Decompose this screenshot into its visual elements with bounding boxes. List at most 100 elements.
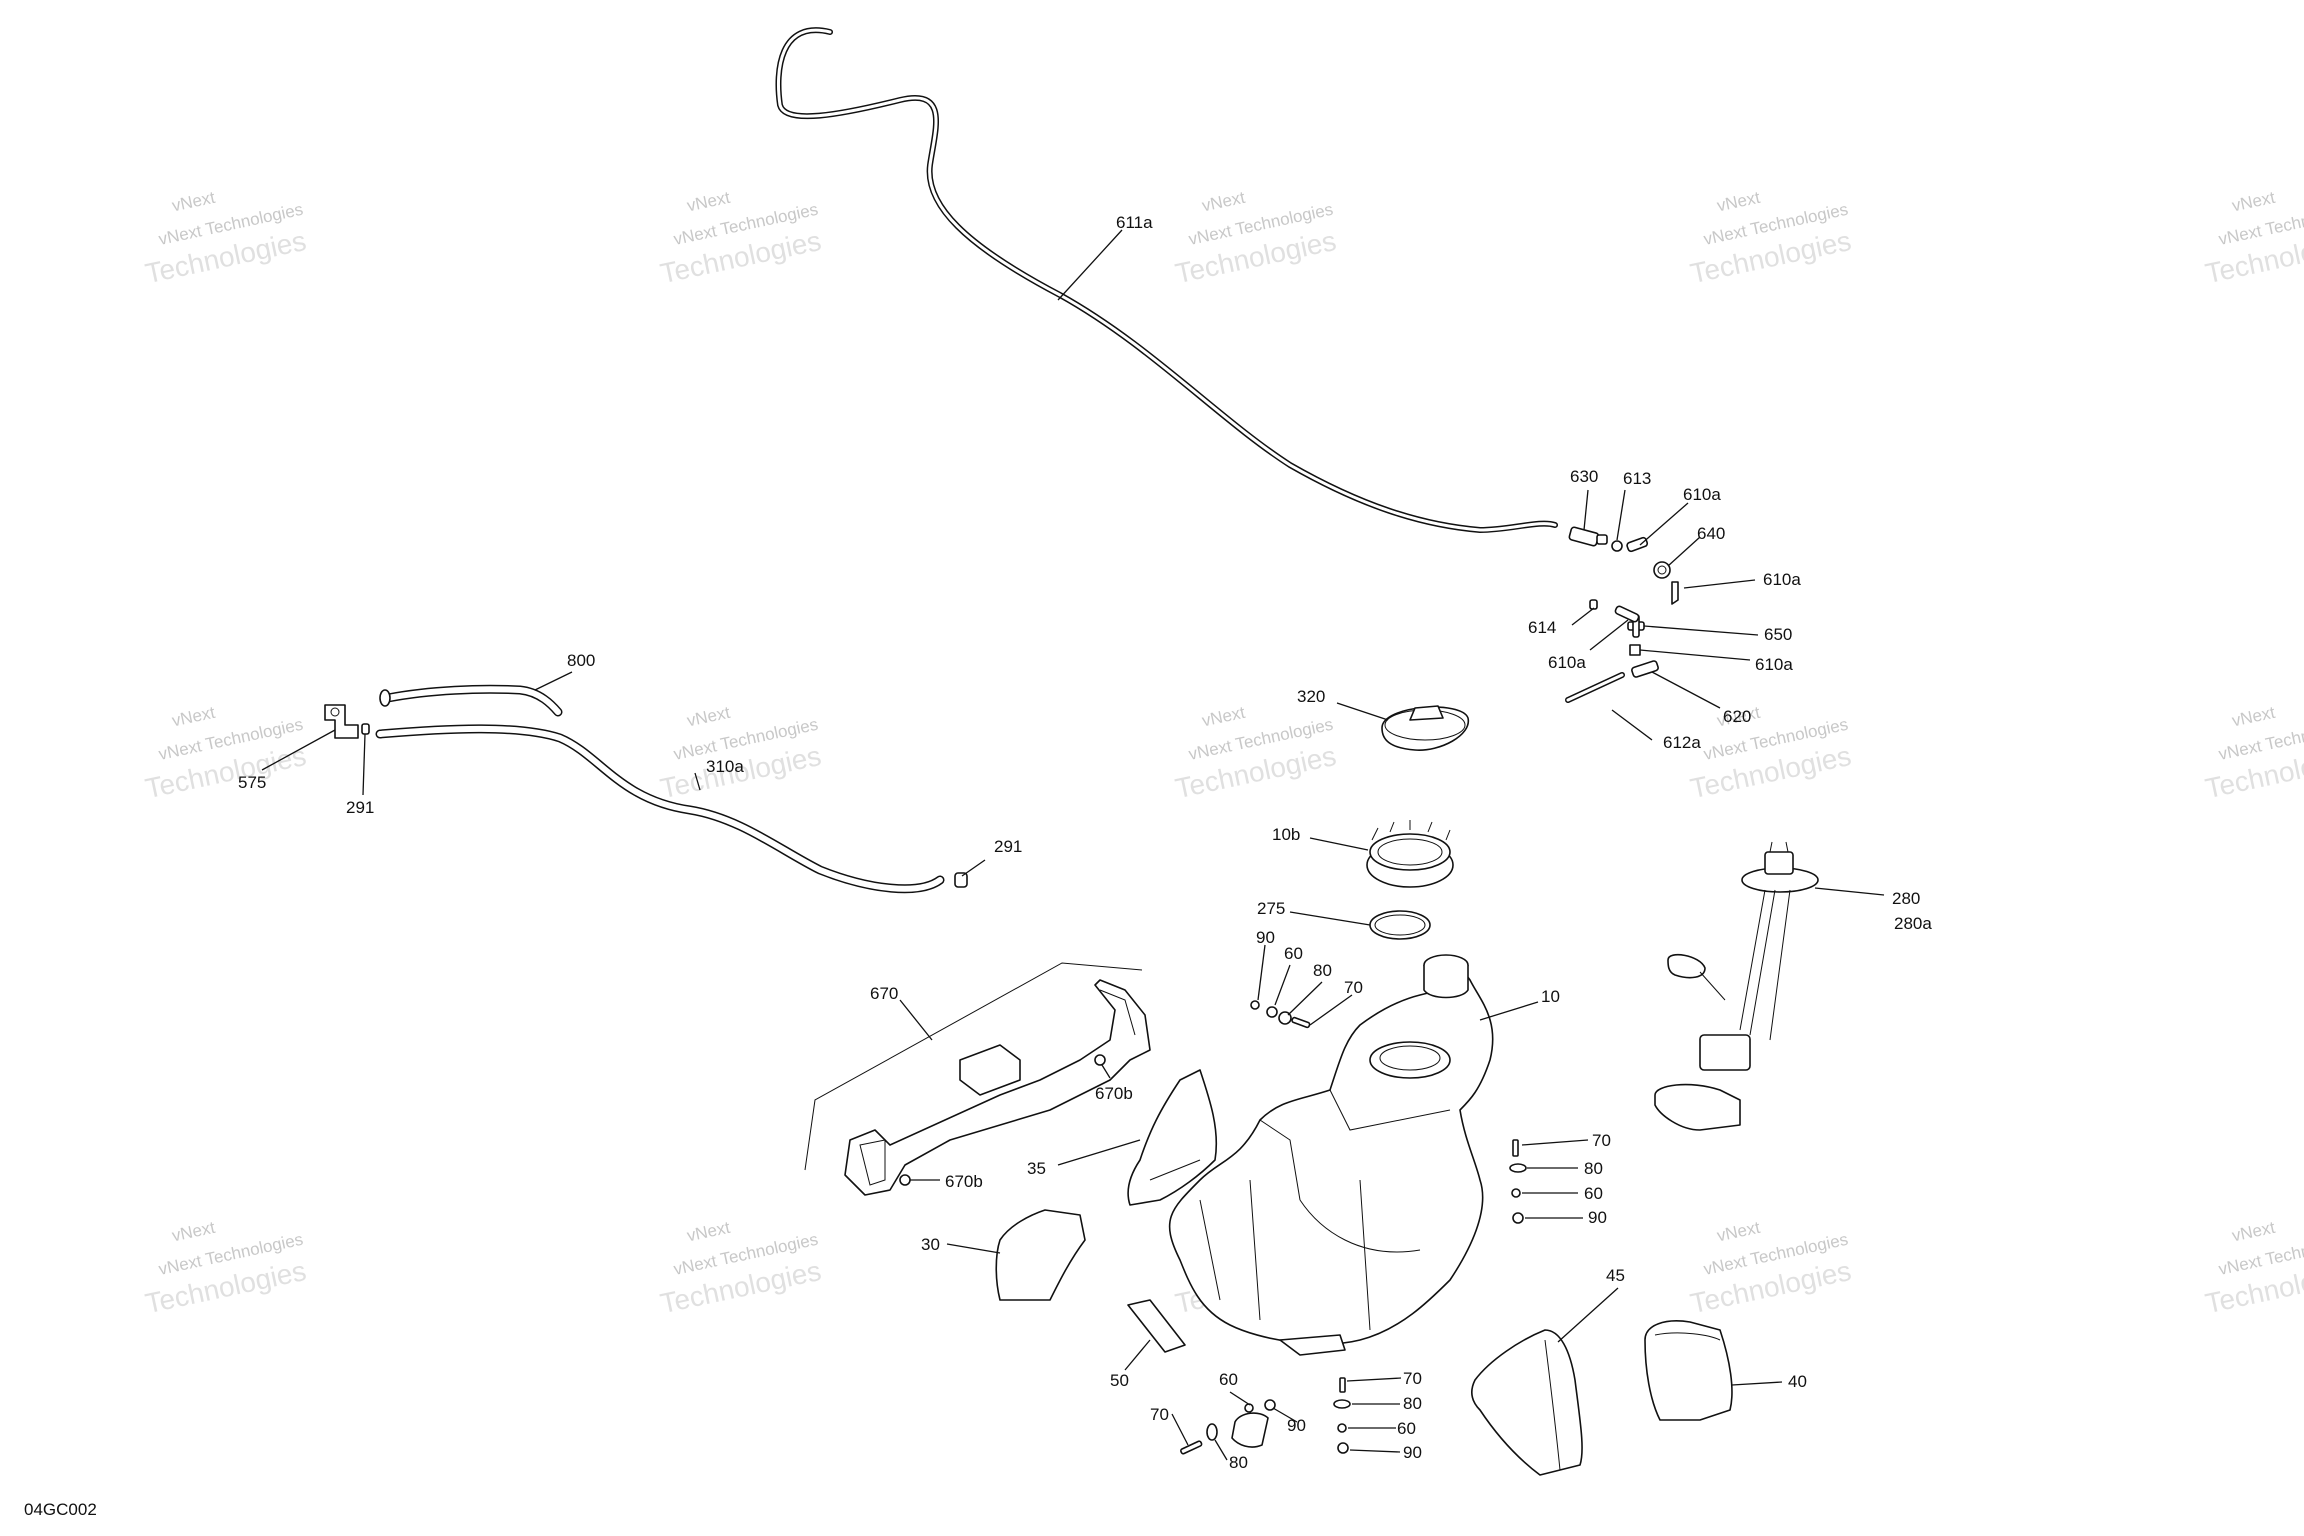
hardware-group-upper-left [1250, 1000, 1311, 1029]
part-labels: 611a 630 613 610a 640 610a 614 650 610a … [238, 213, 1932, 1472]
label-45: 45 [1606, 1266, 1625, 1285]
elbow-610a [1671, 581, 1679, 605]
label-30: 30 [921, 1235, 940, 1254]
heat-shield-35 [1127, 1069, 1218, 1206]
label-275: 275 [1257, 899, 1285, 918]
watermark-fragment: vNext [1200, 188, 1247, 216]
clamp-613 [1611, 540, 1623, 552]
label-610a-upper: 610a [1683, 485, 1721, 504]
watermark-fragment: vNext [170, 188, 217, 216]
label-70-right: 70 [1592, 1131, 1611, 1150]
label-10b: 10b [1272, 825, 1300, 844]
hardware-group-bottom-center [1333, 1377, 1351, 1454]
label-670b-lower: 670b [945, 1172, 983, 1191]
hose-610a-upper [1626, 536, 1649, 553]
label-90-bottom-left: 90 [1287, 1416, 1306, 1435]
label-614: 614 [1528, 618, 1556, 637]
fuel-pump-280 [1654, 841, 1819, 1131]
label-60-bottom-left: 60 [1219, 1370, 1238, 1389]
screw-670b-upper [1094, 1054, 1106, 1066]
watermark-fragment: vNext [685, 703, 732, 731]
seal-275 [1369, 910, 1431, 940]
watermark-fragment: vNext [685, 188, 732, 216]
label-610a-mid: 610a [1548, 653, 1586, 672]
tube-612a [1565, 672, 1625, 703]
label-670b-upper: 670b [1095, 1084, 1133, 1103]
label-80-bottom: 80 [1403, 1394, 1422, 1413]
label-50: 50 [1110, 1371, 1129, 1390]
label-80-upper: 80 [1313, 961, 1332, 980]
label-70-upper: 70 [1344, 978, 1363, 997]
pad-50 [1127, 1299, 1186, 1353]
label-40: 40 [1788, 1372, 1807, 1391]
hose-800 [379, 684, 563, 717]
lock-ring-10b [1366, 820, 1454, 888]
guard-40 [1644, 1320, 1733, 1421]
label-90-bottom: 90 [1403, 1443, 1422, 1462]
label-70-bottom-left: 70 [1150, 1405, 1169, 1424]
label-611a: 611a [1116, 213, 1153, 232]
label-310a: 310a [706, 757, 744, 776]
vent-line-611a [775, 27, 1558, 534]
clamp-291-left [361, 723, 370, 735]
fuel-tank-10 [1168, 954, 1494, 1356]
label-291-left: 291 [346, 798, 374, 817]
fitting-575 [324, 704, 359, 739]
label-10: 10 [1541, 987, 1560, 1006]
label-650: 650 [1764, 625, 1792, 644]
label-90-upper: 90 [1256, 928, 1275, 947]
valve-620 [1631, 660, 1659, 678]
diagram-code: 04GC002 [24, 1500, 97, 1519]
label-35: 35 [1027, 1159, 1046, 1178]
watermark-fragment: vNext [685, 1218, 732, 1246]
label-610a-lower: 610a [1755, 655, 1793, 674]
label-630: 630 [1570, 467, 1598, 486]
label-670: 670 [870, 984, 898, 1003]
label-320: 320 [1297, 687, 1325, 706]
connector-610a-lower [1629, 644, 1641, 656]
label-291-right: 291 [994, 837, 1022, 856]
hose-610a-mid [1614, 605, 1640, 623]
label-60-right: 60 [1584, 1184, 1603, 1203]
label-613: 613 [1623, 469, 1651, 488]
watermark-fragment: vNext [170, 703, 217, 731]
label-90-right: 90 [1588, 1208, 1607, 1227]
watermark-fragment: vNext [170, 1218, 217, 1246]
label-60-bottom: 60 [1397, 1419, 1416, 1438]
hardware-group-bottom-left [1180, 1399, 1276, 1455]
label-575: 575 [238, 773, 266, 792]
leader-lines [261, 229, 1885, 1461]
bracket-670 [804, 962, 1151, 1196]
label-60-upper: 60 [1284, 944, 1303, 963]
screw-670b-lower [899, 1174, 911, 1186]
label-800: 800 [567, 651, 595, 670]
watermark-fragment: vNext [2230, 703, 2277, 731]
shield-45 [1470, 1329, 1583, 1476]
hardware-group-right [1509, 1139, 1527, 1224]
watermark-fragment: vNext [2230, 188, 2277, 216]
watermark-fragment: vNext [1715, 188, 1762, 216]
label-612a: 612a [1663, 733, 1701, 752]
valve-630 [1568, 526, 1608, 547]
label-80-bottom-left: 80 [1229, 1453, 1248, 1472]
label-280: 280 [1892, 889, 1920, 908]
label-80-right: 80 [1584, 1159, 1603, 1178]
label-70-bottom: 70 [1403, 1369, 1422, 1388]
label-620: 620 [1723, 707, 1751, 726]
watermark-fragment: vNext [1715, 1218, 1762, 1246]
watermark-fragment: vNext [1200, 703, 1247, 731]
hose-310a [375, 724, 945, 894]
